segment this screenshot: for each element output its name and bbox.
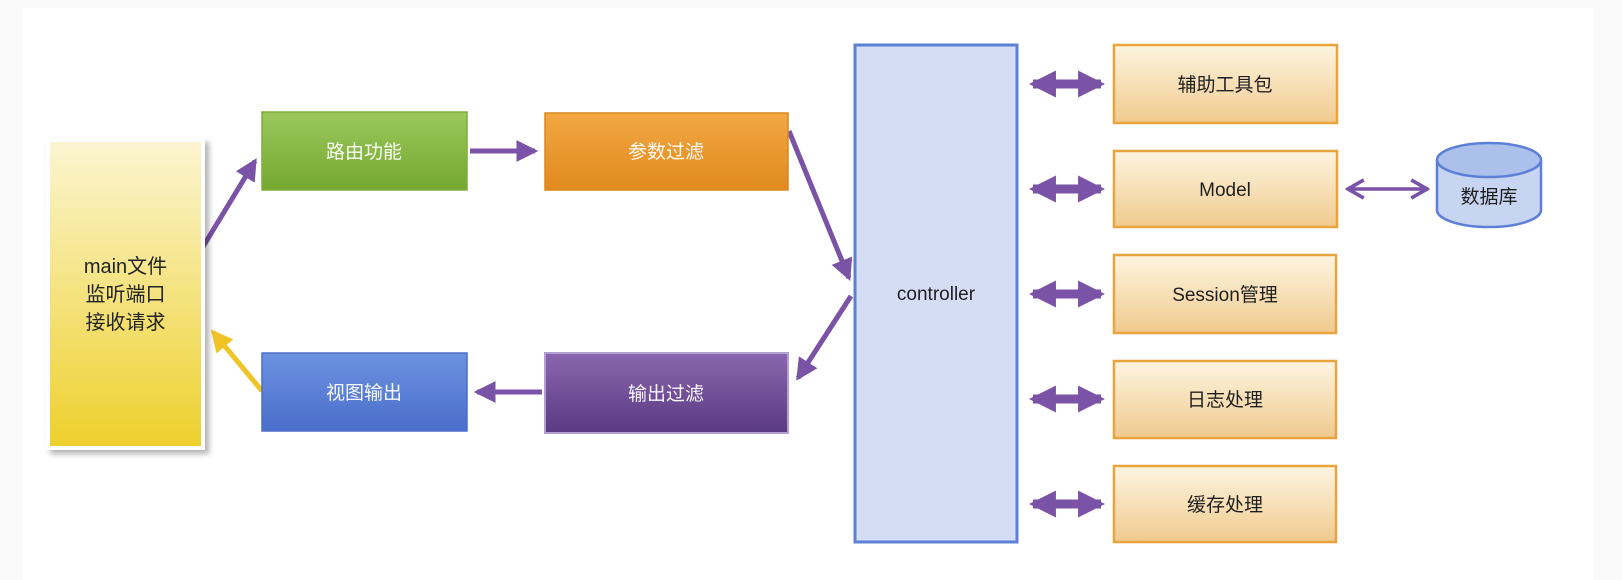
node-output-filter-label: 输出过滤 bbox=[628, 383, 704, 405]
node-logging: 日志处理 bbox=[1112, 359, 1338, 440]
node-route-label: 路由功能 bbox=[326, 141, 402, 163]
node-main: main文件 监听端口 接收请求 bbox=[46, 138, 205, 450]
node-main-label-line3: 接收请求 bbox=[86, 311, 166, 334]
node-main-label-line1: main文件 bbox=[84, 255, 167, 278]
database-cylinder-top bbox=[1435, 141, 1543, 179]
node-cache-label: 缓存处理 bbox=[1187, 494, 1263, 516]
node-controller-label: controller bbox=[897, 284, 976, 305]
node-cache: 缓存处理 bbox=[1112, 464, 1338, 544]
node-output-filter: 输出过滤 bbox=[544, 352, 789, 434]
node-route: 路由功能 bbox=[261, 111, 468, 191]
node-logging-label: 日志处理 bbox=[1187, 389, 1263, 411]
arrow-param-filter-to-controller bbox=[786, 130, 853, 282]
node-session: Session管理 bbox=[1112, 253, 1338, 335]
node-helper-tools: 辅助工具包 bbox=[1112, 43, 1339, 125]
node-param-filter: 参数过滤 bbox=[544, 112, 789, 191]
node-database-label: 数据库 bbox=[1460, 186, 1517, 208]
arrow-view-output-to-main bbox=[210, 329, 264, 393]
node-model: Model bbox=[1112, 149, 1339, 229]
node-model-label: Model bbox=[1199, 180, 1251, 201]
node-main-label-line2: 监听端口 bbox=[86, 283, 166, 306]
node-helper-tools-label: 辅助工具包 bbox=[1177, 74, 1272, 96]
arrow-main-to-route bbox=[198, 158, 258, 252]
node-controller: controller bbox=[853, 43, 1019, 544]
node-view-output: 视图输出 bbox=[261, 352, 468, 432]
arrow-controller-to-output-filter bbox=[795, 294, 854, 381]
node-database: 数据库 bbox=[1435, 141, 1543, 229]
database-cylinder-body bbox=[1435, 160, 1543, 229]
node-view-output-label: 视图输出 bbox=[326, 382, 402, 404]
node-param-filter-label: 参数过滤 bbox=[628, 141, 704, 163]
node-session-label: Session管理 bbox=[1172, 284, 1278, 306]
